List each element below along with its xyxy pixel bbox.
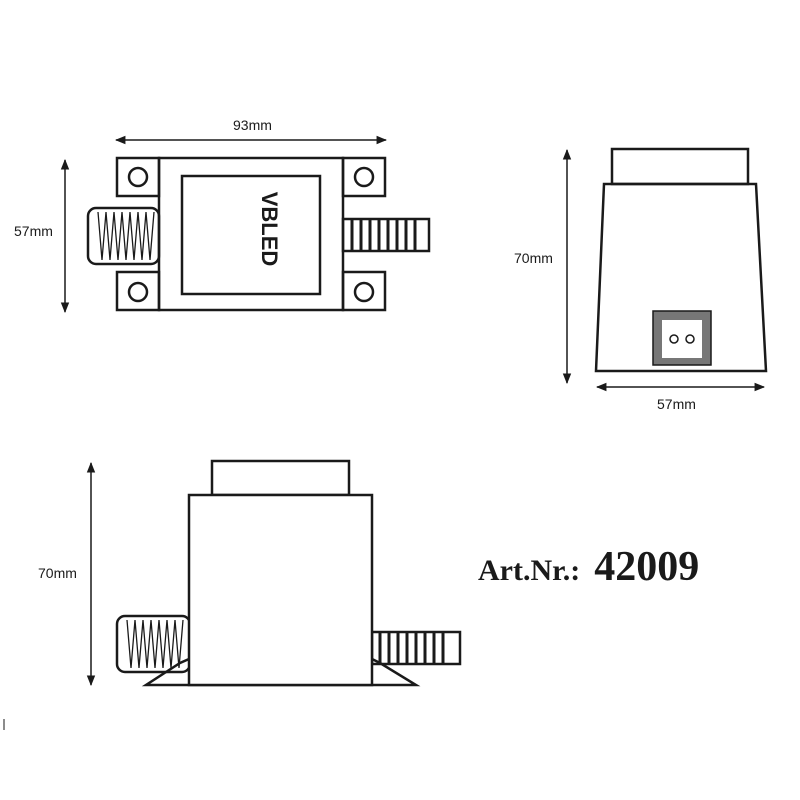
- article-number-value: 42009: [594, 544, 700, 590]
- side-view-body: [594, 182, 768, 373]
- top-view-housing: [157, 156, 345, 312]
- top-right-cable: [341, 217, 431, 253]
- front-view-height-label: 70mm: [38, 565, 77, 581]
- front-right-cable: [370, 630, 462, 666]
- front-view-body: [187, 493, 374, 687]
- article-number: Art.Nr.: 42009: [478, 543, 699, 591]
- front-view-top-cap: [210, 459, 351, 497]
- top-view-label-plate: [180, 174, 322, 296]
- article-label: Art.Nr.:: [478, 554, 581, 587]
- mounting-tabs: [115, 156, 387, 312]
- top-view-width-label: 93mm: [233, 117, 272, 133]
- side-view-top-cap: [610, 147, 750, 186]
- top-left-cable-gland: [86, 206, 161, 266]
- socket-icon: [652, 310, 712, 366]
- side-view: [562, 147, 768, 392]
- top-view-height-label: 57mm: [14, 223, 53, 239]
- brand-label: VBLED: [257, 192, 282, 267]
- side-view-width-label: 57mm: [657, 396, 696, 412]
- top-view: [60, 135, 431, 314]
- front-view: [86, 459, 462, 687]
- front-left-cable-gland: [115, 614, 192, 674]
- side-view-height-label: 70mm: [514, 250, 553, 266]
